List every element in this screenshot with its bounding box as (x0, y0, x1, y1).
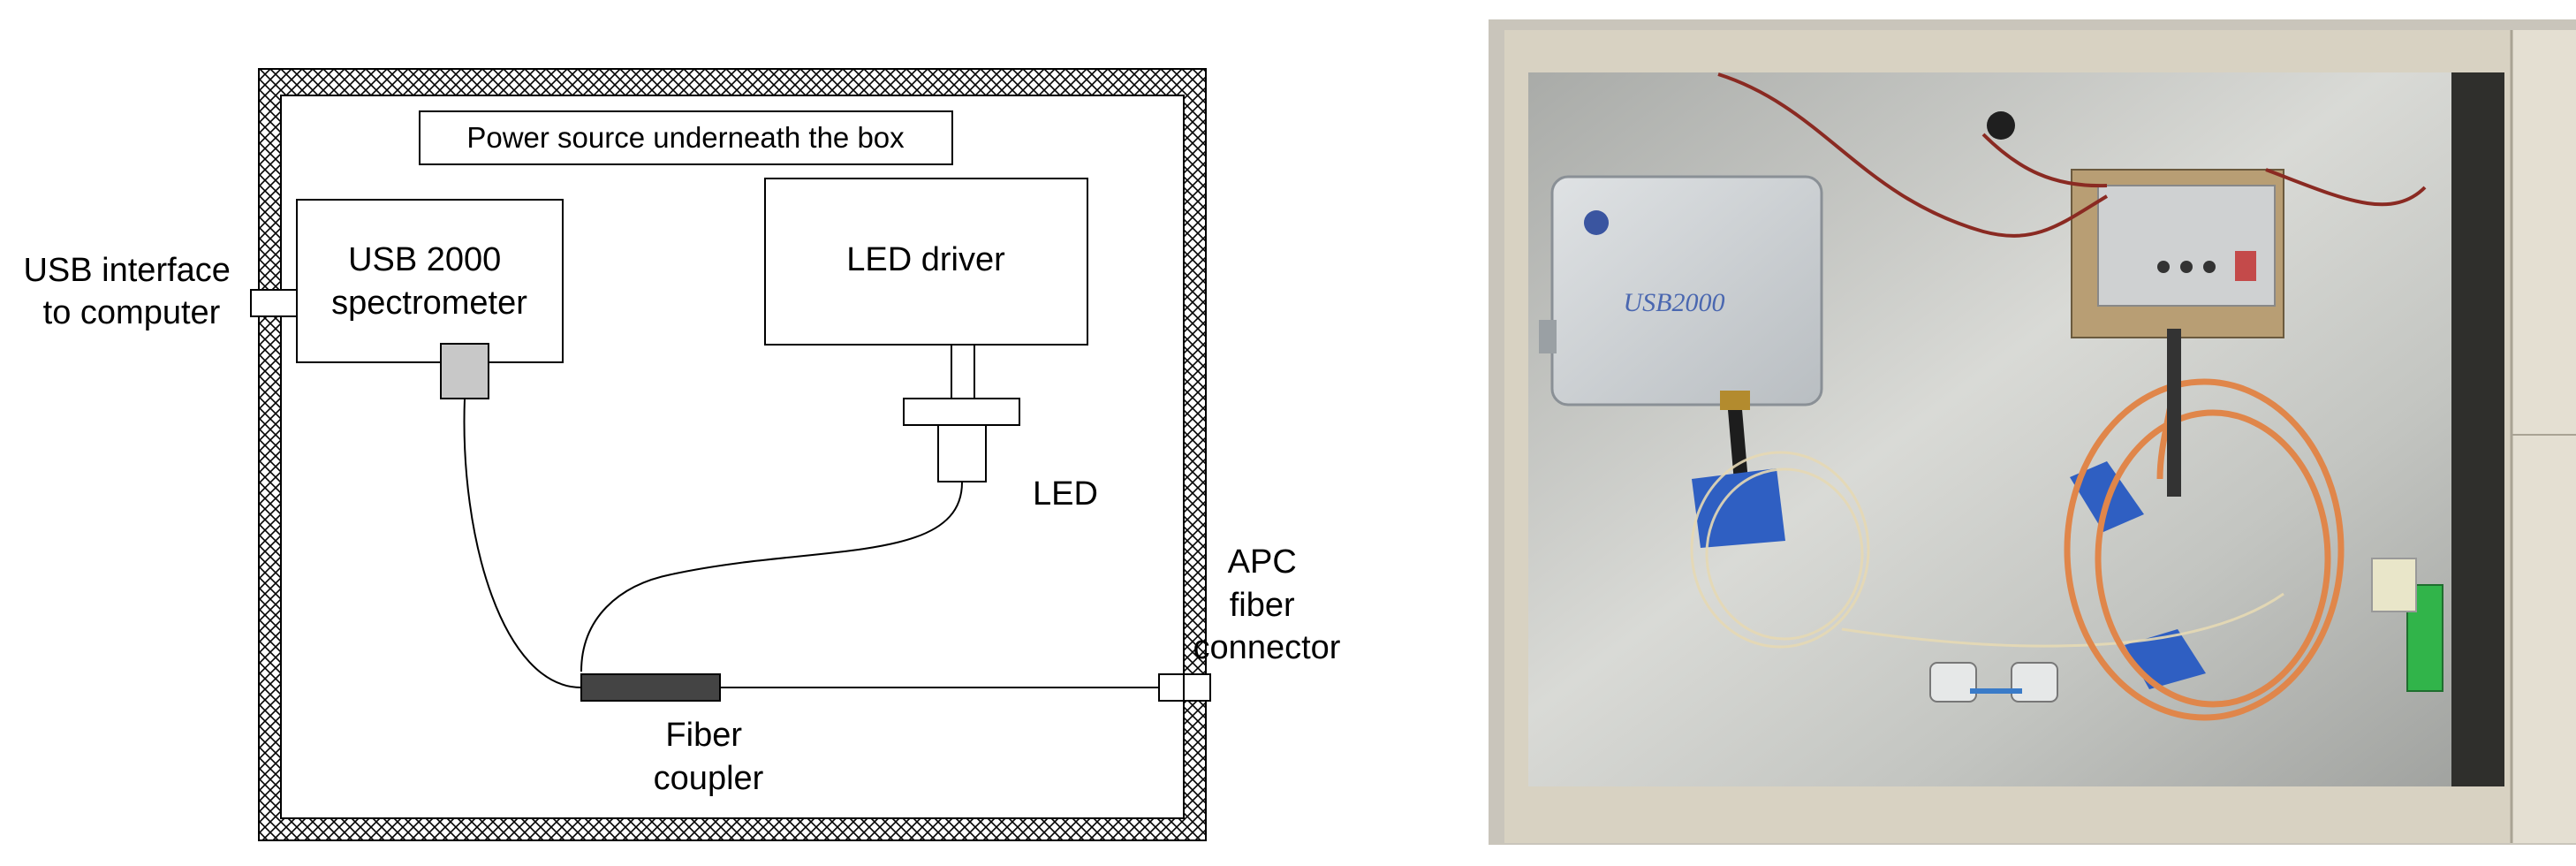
device-photo: USB2000 (1489, 19, 2576, 845)
fiber-clips (1929, 662, 2058, 703)
power-source-label: Power source underneath the box (466, 121, 905, 154)
spectrometer-label: USB 2000 spectrometer (331, 241, 527, 322)
spectrometer-box (296, 199, 564, 363)
photo-usb2000-label: USB2000 (1624, 288, 1725, 317)
optical-fibers (463, 398, 1159, 688)
blue-tape-left (1692, 468, 1785, 548)
fiber-coupler (580, 673, 721, 702)
power-source-box (419, 110, 953, 165)
photo-led-driver (2071, 169, 2284, 338)
apc-connector-label: APC fiber connector (1193, 543, 1341, 666)
photo-spectrometer: USB2000 (1539, 175, 1823, 406)
apc-fiber-connector (1158, 673, 1211, 702)
led-driver-label: LED driver (846, 241, 1005, 278)
usb-interface-label: USB interface to computer (23, 252, 239, 331)
led-label: LED (1033, 475, 1098, 513)
spectrometer-fiber-port (440, 343, 489, 399)
usb-interface-port (250, 289, 298, 317)
setup-diagram: Power source underneath the box USB inte… (23, 68, 1341, 841)
fiber-coupler-label: Fiber coupler (654, 717, 764, 797)
led-mount (903, 345, 1020, 482)
led-driver-box (764, 178, 1088, 346)
